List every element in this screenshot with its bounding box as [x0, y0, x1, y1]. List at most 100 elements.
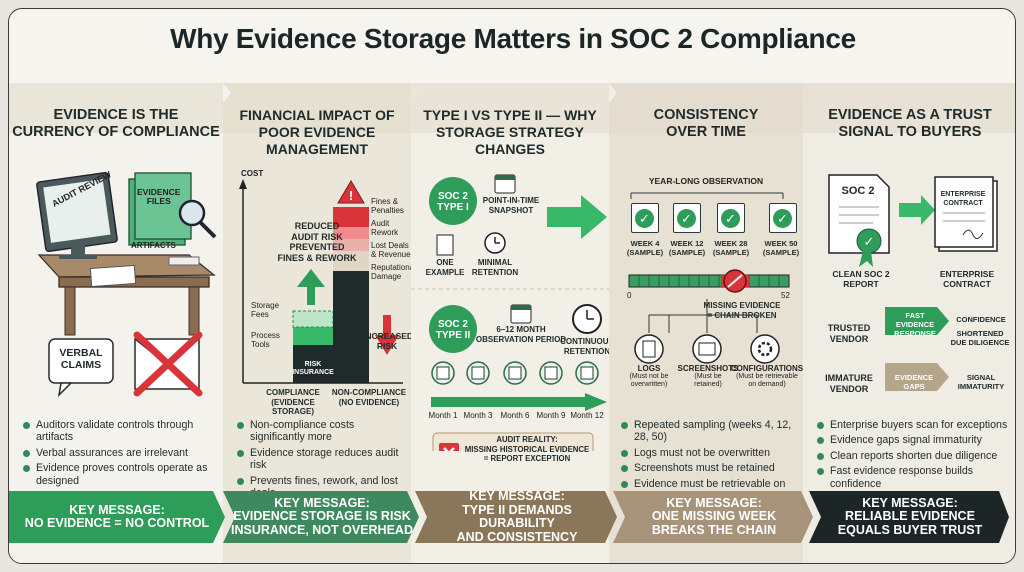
folder-label: EVIDENCE FILES [137, 188, 180, 206]
timeline-illustration [628, 192, 790, 364]
key-line: EQUALS BUYER TRUST [837, 522, 983, 537]
label-line: = CHAIN BROKEN [707, 310, 777, 320]
bullet-item: Repeated sampling (weeks 4, 12, 28, 50) [621, 419, 799, 444]
label-line: PREVENTED [289, 242, 345, 252]
label-line: ENTERPRISE [939, 269, 995, 279]
week-text: WEEK 28 [714, 239, 748, 248]
label-line: RETENTION [563, 346, 609, 356]
trusted-vendor-label: TRUSTED VENDOR [817, 323, 881, 344]
label-line: Fines & [371, 197, 399, 206]
enterprise-contract-label: ENTERPRISE CONTRACT [927, 269, 1007, 289]
key-message-5: KEY MESSAGE: RELIABLE EVIDENCE EQUALS BU… [817, 496, 1003, 537]
label-line: (NO EVIDENCE) [338, 397, 400, 407]
fast-response-label: FAST EVIDENCE RESPONSE [885, 311, 945, 338]
logs-label: LOGS (Must not be overwritten) [621, 365, 677, 389]
label-line: ENTERPRISE [940, 191, 986, 198]
label-line: CONFIGURATIONS [730, 364, 803, 373]
one-example-label: ONE EXAMPLE [425, 258, 465, 277]
label-line: RETENTION [471, 267, 519, 277]
column-4-bullets: Repeated sampling (weeks 4, 12, 28, 50) … [621, 419, 799, 505]
week-text: (SAMPLE) [668, 248, 706, 257]
column-3-header: Type I vs Type II — why storage strategy… [411, 107, 609, 158]
fines-penalties-label: Fines & Penalties [371, 197, 404, 215]
label-line: Lost Deals [371, 241, 409, 250]
year-long-label: YEAR-LONG OBSERVATION [648, 176, 764, 186]
label-line: POINT-IN-TIME [482, 196, 540, 205]
clean-report-label: CLEAN SOC 2 REPORT [821, 269, 901, 289]
header-line: storage strategy changes [435, 124, 585, 157]
label-line: OBSERVATION PERIOD [475, 334, 567, 344]
label-line: Penalties [371, 206, 404, 215]
header-line: signal to buyers [838, 124, 982, 140]
label-line: = REPORT EXCEPTION [483, 454, 571, 463]
bullet-item: Clean reports shorten due diligence [817, 450, 1013, 462]
label-line: TYPE I [437, 202, 469, 213]
svg-text:✓: ✓ [864, 235, 875, 250]
label-line: RISK [304, 361, 322, 368]
observation-period-label: 6–12 MONTH OBSERVATION PERIOD [475, 325, 567, 344]
audit-rework-label: Audit Rework [371, 219, 398, 237]
verbal-line: CLAIMS [60, 359, 102, 371]
key-line: ONE MISSING WEEK [651, 509, 777, 524]
compliance-label: COMPLIANCE (EVIDENCE STORAGE) [251, 388, 335, 417]
key-message-4: KEY MESSAGE: ONE MISSING WEEK BREAKS THE… [621, 495, 807, 537]
week-text: (SAMPLE) [762, 248, 800, 257]
key-message-2: KEY MESSAGE: EVIDENCE STORAGE IS RISK IN… [229, 496, 415, 537]
column-2-bullets: Non-compliance costs significantly more … [237, 419, 407, 502]
audit-reality-callout: AUDIT REALITY: MISSING HISTORICAL EVIDEN… [463, 435, 591, 464]
crossed-envelope-icon [133, 331, 203, 397]
label-line: & Revenue [371, 250, 411, 259]
label-line: Rework [371, 228, 399, 237]
label-line: INSURANCE [292, 369, 334, 376]
label-line: (Must be [694, 373, 722, 380]
verbal-line: VERBAL [59, 347, 103, 359]
storage-fees-label: Storage Fees [251, 301, 279, 319]
label-line: (Must not be [629, 373, 669, 380]
header-line: over time [666, 124, 746, 140]
type-1-label: SOC 2 TYPE I [429, 191, 477, 213]
bullet-item: Screenshots must be retained [621, 462, 799, 474]
label-line: SNAPSHOT [488, 205, 534, 215]
bullet-item: Enterprise buyers scan for exceptions [817, 419, 1013, 431]
label-line: AUDIT REALITY: [496, 435, 558, 444]
key-line: EVIDENCE STORAGE IS RISK [233, 509, 411, 524]
reputational-damage-label: Reputational Damage [371, 263, 411, 281]
label-line: Reputational [371, 263, 411, 272]
continuous-retention-label: CONTINUOUS RETENTION [559, 337, 609, 356]
label-line: REPORT [843, 279, 879, 289]
key-message-3: KEY MESSAGE: TYPE II DEMANDS DURABILITY … [423, 489, 611, 543]
label-line: SOC 2 [437, 319, 468, 330]
header-line: Financial impact of [239, 107, 395, 123]
label-line: VENDOR [829, 333, 869, 344]
label-line: INCREASED [363, 331, 411, 341]
key-line: KEY MESSAGE: [666, 495, 762, 510]
shortened-label: SHORTENED DUE DILIGENCE [947, 329, 1013, 347]
label-line: Damage [371, 272, 402, 281]
key-line: TYPE II DEMANDS DURABILITY [462, 502, 572, 530]
label-line: FINES & REWORK [277, 252, 357, 263]
infographic-frame: Why Evidence Storage Matters in SOC 2 Co… [8, 8, 1016, 564]
label-line: (Must be retrievable [736, 373, 798, 380]
month-label: Month 3 [463, 411, 493, 420]
axis-end-label: 52 [781, 291, 790, 300]
contract-doc-title: ENTERPRISE CONTRACT [931, 191, 995, 208]
label-line: SOC 2 [437, 191, 468, 202]
label-line: MISSING EVIDENCE [703, 301, 781, 310]
type-comparison-illustration [411, 174, 609, 451]
week-28-label: WEEK 28 (SAMPLE) [707, 239, 755, 257]
label-line: MISSING HISTORICAL EVIDENCE [464, 444, 590, 454]
label-line: retained) [694, 381, 722, 388]
column-2-header: Financial impact of poor evidence manage… [223, 107, 411, 158]
svg-text:!: ! [349, 188, 353, 203]
immature-vendor-label: IMMATURE VENDOR [817, 373, 881, 394]
cost-comparison-chart: ! [239, 179, 403, 384]
header-line: poor evidence management [258, 124, 376, 157]
label-line: TYPE II [435, 330, 471, 341]
week-50-label: WEEK 50 (SAMPLE) [757, 239, 803, 257]
label-line: NON-COMPLIANCE [331, 388, 407, 397]
header-line: Consistency [653, 107, 759, 123]
minimal-retention-label: MINIMAL RETENTION [467, 258, 523, 277]
bullet-item: Evidence proves controls operate as desi… [23, 462, 213, 487]
evidence-gaps-label: EVIDENCE GAPS [885, 373, 943, 391]
column-1-header: Evidence is the currency of compliance [9, 107, 223, 141]
